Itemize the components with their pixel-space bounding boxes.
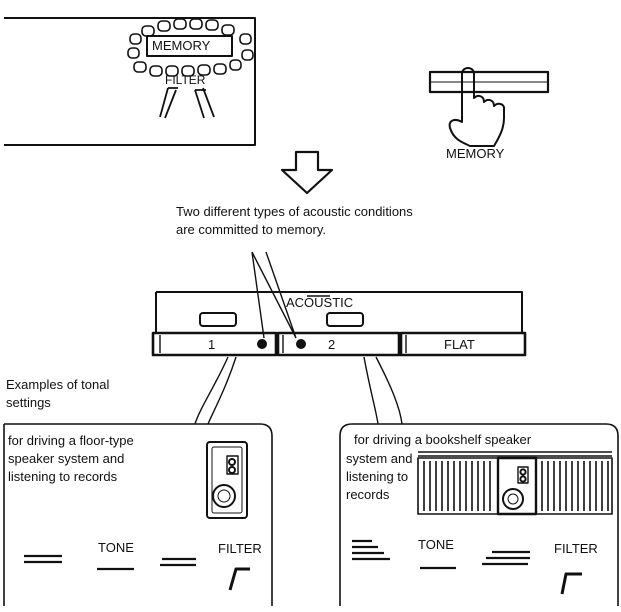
memory-button[interactable]: MEMORY [446, 146, 505, 161]
memory-caption-line1: Two different types of acoustic conditio… [176, 204, 413, 219]
right-example-box [339, 423, 619, 606]
right-box-line3: listening to [346, 469, 409, 484]
top-left-panel-frame [4, 17, 256, 146]
right-tone-label: TONE [418, 537, 454, 552]
left-example-box [3, 423, 273, 606]
examples-label-line2: settings [6, 395, 51, 410]
left-filter-label: FILTER [218, 541, 262, 556]
button-2-outline [276, 331, 401, 357]
filter-label: FILTER [165, 73, 206, 87]
left-box-line3: listening to records [8, 469, 118, 484]
right-filter-label: FILTER [554, 541, 598, 556]
right-box-line4: records [346, 487, 390, 502]
acoustic-button-1[interactable]: 1 [208, 337, 216, 352]
right-tone-settings [352, 539, 582, 595]
acoustic-button-flat[interactable]: FLAT [444, 337, 475, 352]
memory-indicator-ring [127, 18, 254, 77]
button-flat-outline [399, 331, 527, 357]
memory-label: MEMORY [152, 38, 211, 53]
left-tone-label: TONE [98, 540, 134, 555]
down-arrow [280, 150, 334, 195]
bookshelf-speaker-illustration [417, 451, 613, 516]
right-box-line2: system and [346, 451, 413, 466]
acoustic-panel-frame [155, 291, 523, 334]
left-tone-settings [24, 554, 250, 591]
right-box-line1: for driving a bookshelf speaker [354, 432, 532, 447]
acoustic-title: ACOUSTIC [286, 295, 354, 310]
floor-speaker-illustration [206, 441, 248, 519]
left-box-line2: speaker system and [8, 451, 125, 466]
acoustic-button-2[interactable]: 2 [328, 337, 336, 352]
memory-caption-line2: are committed to memory. [176, 222, 327, 237]
button-1-outline [151, 331, 278, 357]
left-box-line1: for driving a floor-type [8, 433, 134, 448]
examples-label-line1: Examples of tonal [6, 377, 110, 392]
memory-button-illustration [428, 67, 550, 147]
